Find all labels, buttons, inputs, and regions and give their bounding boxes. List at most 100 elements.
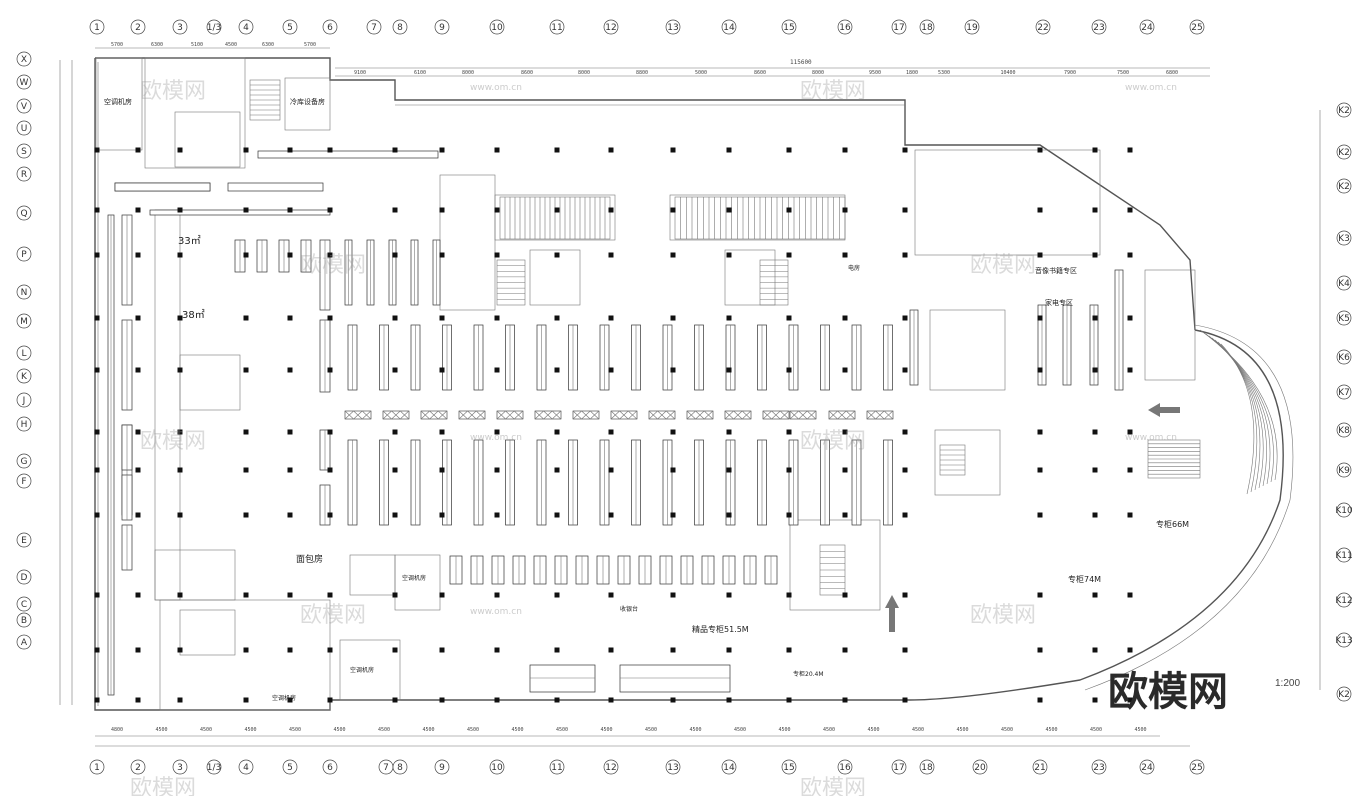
promo-counter bbox=[534, 410, 562, 420]
watermark-9: 欧模网 bbox=[130, 776, 196, 796]
structural-column bbox=[726, 697, 732, 703]
bottom-grid-bubble: 3 bbox=[172, 759, 188, 775]
svg-text:A: A bbox=[21, 638, 28, 648]
left-grid-bubble: R bbox=[16, 166, 32, 182]
structural-column bbox=[842, 467, 848, 473]
svg-text:K11: K11 bbox=[1335, 551, 1352, 561]
svg-text:20: 20 bbox=[974, 763, 986, 773]
bottom-grid-bubble: 1 bbox=[89, 759, 105, 775]
structural-column bbox=[726, 512, 732, 518]
right-grid-bubble: K2 bbox=[1336, 686, 1352, 702]
right-grid-bubble: K9 bbox=[1336, 462, 1352, 478]
structural-column bbox=[670, 252, 676, 258]
structural-column bbox=[494, 592, 500, 598]
structural-column bbox=[439, 147, 445, 153]
structural-column bbox=[554, 467, 560, 473]
svg-text:N: N bbox=[21, 288, 28, 298]
bottom-grid-bubble: 16 bbox=[837, 759, 853, 775]
svg-text:14: 14 bbox=[723, 763, 735, 773]
structural-column bbox=[726, 147, 732, 153]
entrance-arrows bbox=[885, 403, 1180, 632]
structural-column bbox=[670, 367, 676, 373]
top-grid-bubble: 14 bbox=[721, 19, 737, 35]
structural-column bbox=[392, 429, 398, 435]
promo-counter bbox=[762, 410, 790, 420]
svg-text:U: U bbox=[21, 124, 28, 134]
structural-column bbox=[902, 147, 908, 153]
room-labels: 空调机房 冷库设备房 33㎡ 38㎡ 面包房 空调机房 空调机房 空调机房 家电… bbox=[104, 97, 1189, 702]
svg-text:B: B bbox=[21, 616, 27, 626]
structural-column bbox=[94, 147, 100, 153]
structural-column bbox=[842, 367, 848, 373]
dimension-value: 6100 bbox=[414, 70, 426, 76]
svg-text:S: S bbox=[21, 147, 27, 157]
right-grid-bubble: K2 bbox=[1336, 102, 1352, 118]
svg-text:1/3: 1/3 bbox=[207, 763, 221, 773]
left-grid-bubble: W bbox=[16, 74, 32, 90]
structural-column bbox=[439, 429, 445, 435]
top-grid-bubble: 24 bbox=[1139, 19, 1155, 35]
dimension-value: 9100 bbox=[354, 70, 366, 76]
structural-column bbox=[439, 252, 445, 258]
structural-column bbox=[786, 315, 792, 321]
top-grid-bubble: 2 bbox=[130, 19, 146, 35]
bottom-grid-bubble: 11 bbox=[549, 759, 565, 775]
stair bbox=[939, 444, 966, 476]
svg-text:C: C bbox=[21, 600, 27, 610]
label-area33: 33㎡ bbox=[178, 235, 201, 247]
shelving-units bbox=[107, 150, 1124, 696]
svg-text:25: 25 bbox=[1191, 763, 1202, 773]
structural-column bbox=[327, 647, 333, 653]
structural-column bbox=[287, 147, 293, 153]
dimension-value: 10400 bbox=[1000, 70, 1015, 76]
dimension-value: 4500 bbox=[289, 727, 301, 733]
structural-column bbox=[494, 207, 500, 213]
dimension-value: 4500 bbox=[244, 727, 256, 733]
promo-counter bbox=[828, 410, 856, 420]
structural-column bbox=[94, 592, 100, 598]
bottom-grid-bubble: 13 bbox=[665, 759, 681, 775]
structural-column bbox=[1037, 429, 1043, 435]
structural-column bbox=[842, 147, 848, 153]
structural-column bbox=[94, 367, 100, 373]
svg-text:6: 6 bbox=[327, 23, 333, 33]
bottom-grid-bubble: 25 bbox=[1189, 759, 1205, 775]
structural-column bbox=[494, 512, 500, 518]
right-grid-bubble: K10 bbox=[1335, 502, 1352, 518]
structural-column bbox=[1092, 592, 1098, 598]
structural-column bbox=[243, 647, 249, 653]
structural-column bbox=[287, 315, 293, 321]
svg-text:K3: K3 bbox=[1338, 234, 1350, 244]
label-shop74: 专柜74M bbox=[1068, 574, 1101, 584]
left-service-rooms bbox=[95, 57, 441, 711]
dimension-value: 7900 bbox=[1064, 70, 1076, 76]
structural-column bbox=[287, 512, 293, 518]
stair bbox=[819, 544, 846, 596]
structural-column bbox=[392, 647, 398, 653]
svg-text:K2: K2 bbox=[1338, 148, 1350, 158]
structural-column bbox=[670, 697, 676, 703]
structural-column bbox=[94, 467, 100, 473]
watermark-4: 欧模网 bbox=[970, 253, 1036, 278]
right-grid-bubble: K2 bbox=[1336, 178, 1352, 194]
structural-column bbox=[135, 512, 141, 518]
top-grid-bubble: 5 bbox=[282, 19, 298, 35]
promo-counter bbox=[496, 410, 524, 420]
structural-column bbox=[94, 429, 100, 435]
svg-text:11: 11 bbox=[551, 763, 562, 773]
svg-text:D: D bbox=[21, 573, 28, 583]
structural-column bbox=[1127, 467, 1133, 473]
svg-text:M: M bbox=[20, 317, 28, 327]
structural-column bbox=[1037, 367, 1043, 373]
curved-steps bbox=[1199, 329, 1278, 495]
structural-column bbox=[439, 315, 445, 321]
top-grid-bubble: 23 bbox=[1091, 19, 1107, 35]
structural-column bbox=[1127, 207, 1133, 213]
structural-column bbox=[670, 315, 676, 321]
structural-column bbox=[670, 592, 676, 598]
structural-column bbox=[94, 697, 100, 703]
svg-text:17: 17 bbox=[893, 763, 904, 773]
dimension-value: 5700 bbox=[304, 42, 316, 48]
structural-column bbox=[327, 429, 333, 435]
structural-column bbox=[494, 367, 500, 373]
